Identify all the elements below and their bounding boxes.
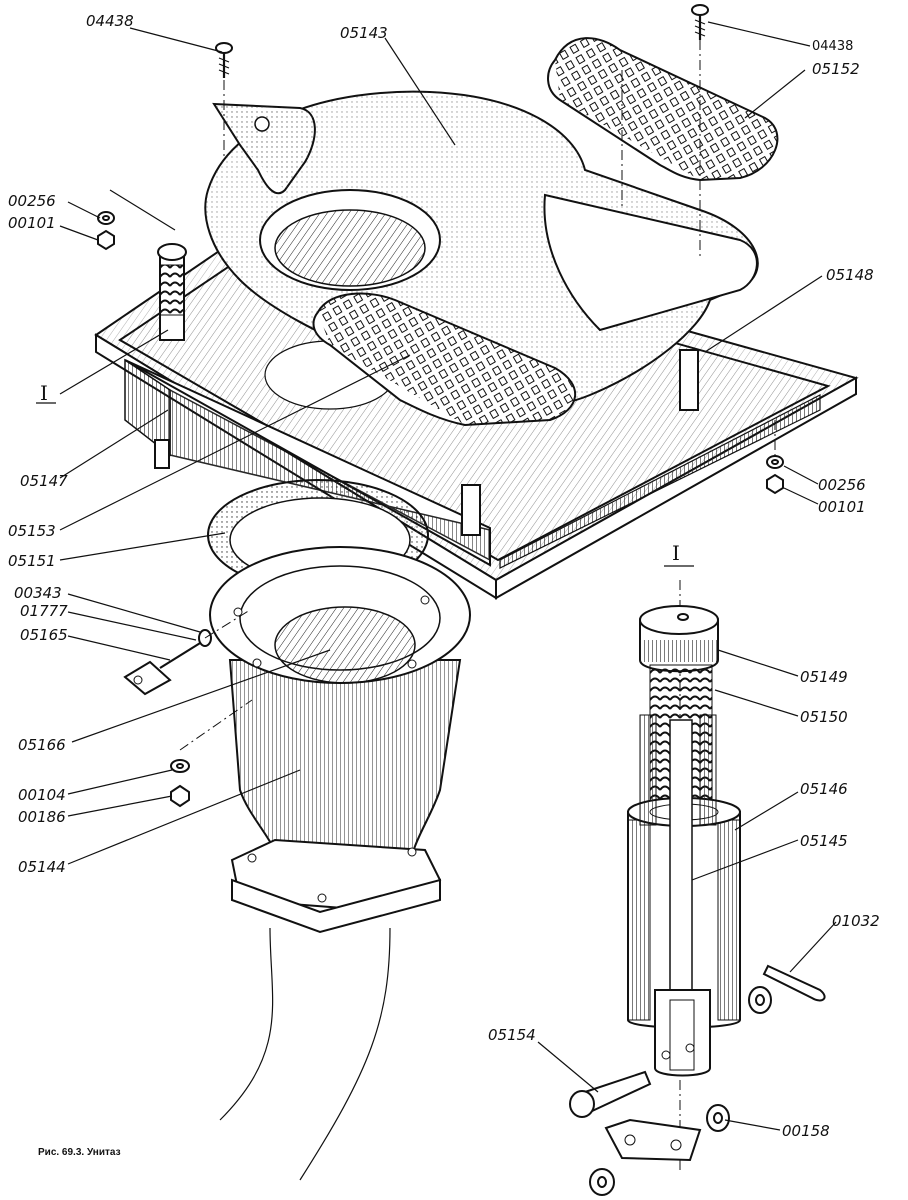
part-labels: 04438 05143 04438 05152 00256 00101 0514… <box>8 12 880 1140</box>
leader-lines <box>59 21 837 1131</box>
label-00101-right: 00101 <box>818 498 866 516</box>
label-05143: 05143 <box>340 24 388 42</box>
label-05147: 05147 <box>20 472 68 490</box>
label-05152: 05152 <box>812 60 860 78</box>
label-05149: 05149 <box>800 668 848 686</box>
label-detail-i-marker: I <box>40 381 48 405</box>
label-00158: 00158 <box>782 1122 830 1140</box>
washer-nut-funnel <box>170 699 253 808</box>
label-05150: 05150 <box>800 708 848 726</box>
spring-stud-left <box>157 243 187 341</box>
label-04438-right: 04438 <box>812 39 853 54</box>
label-00101-top: 00101 <box>8 214 56 232</box>
lever-pin <box>123 609 251 696</box>
label-05154: 05154 <box>488 1026 536 1044</box>
label-05146: 05146 <box>800 780 848 798</box>
label-05148: 05148 <box>826 266 874 284</box>
label-04438-left: 04438 <box>86 12 134 30</box>
screw-left <box>215 42 233 160</box>
label-01032: 01032 <box>832 912 880 930</box>
foot-tread-right <box>547 37 779 182</box>
figure-caption: Рис. 69.3. Унитаз <box>38 1147 121 1158</box>
link-plate <box>589 1104 730 1196</box>
drain-funnel <box>209 546 471 934</box>
label-00343: 00343 <box>14 584 62 602</box>
label-05151: 05151 <box>8 552 56 570</box>
label-05145: 05145 <box>800 832 848 850</box>
washer-nut-right <box>766 420 784 495</box>
label-01777: 01777 <box>20 602 68 620</box>
foot-tread-left <box>312 292 576 427</box>
label-05165: 05165 <box>20 626 68 644</box>
label-05166: 05166 <box>18 736 66 754</box>
clevis-pin <box>569 1070 652 1118</box>
label-05153: 05153 <box>8 522 56 540</box>
screw-right <box>621 4 709 260</box>
label-00104: 00104 <box>18 786 66 804</box>
label-05144: 05144 <box>18 858 66 876</box>
label-00256-top: 00256 <box>8 192 56 210</box>
washer-nut-left-top <box>97 189 176 251</box>
label-00186: 00186 <box>18 808 66 826</box>
drain-pipe <box>219 927 391 1181</box>
split-pin <box>748 964 826 1014</box>
label-detail-i-title: I <box>672 541 680 565</box>
detail-i-spring-assembly <box>627 580 741 1170</box>
label-00256-right: 00256 <box>818 476 866 494</box>
